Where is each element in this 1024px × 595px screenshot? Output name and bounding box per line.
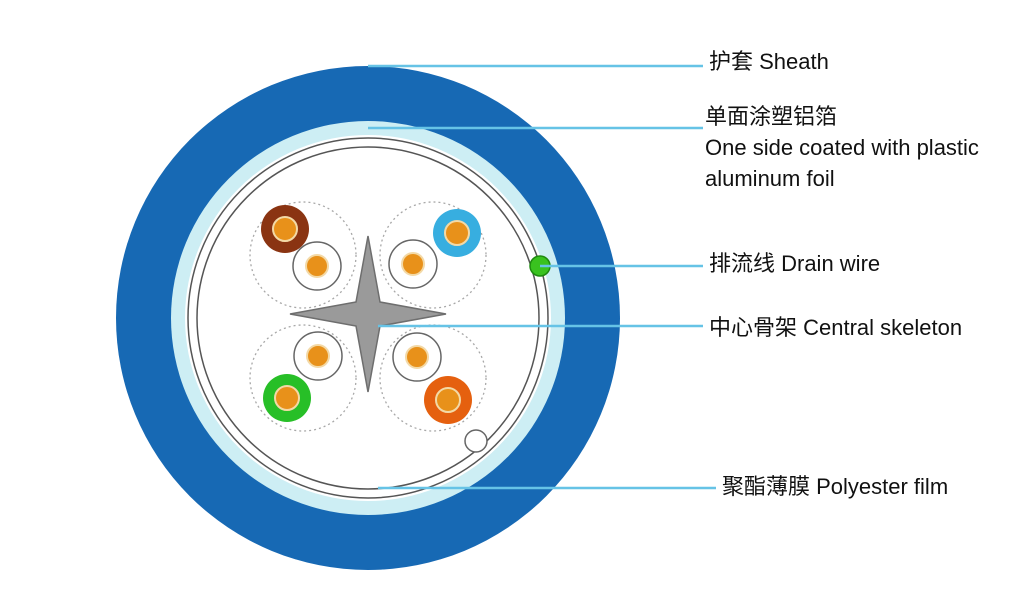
label-skeleton-text: 中心骨架 Central skeleton [709,315,963,340]
label-polyester-film: 聚酯薄膜 Polyester film [722,471,948,502]
pair-group-bottom-left [249,324,357,432]
foil-inner-line [187,137,549,499]
label-foil-en-1: One side coated with plastic [705,135,979,160]
label-sheath-text: 护套 Sheath [709,49,829,74]
polyester-film-line [196,146,540,490]
label-drain-wire: 排流线 Drain wire [709,248,880,279]
label-foil-zh: 单面涂塑铝箔 [705,104,838,129]
label-central-skeleton: 中心骨架 Central skeleton [709,312,962,343]
label-aluminum-foil: 单面涂塑铝箔 One side coated with plastic alum… [705,101,979,194]
filler-element [464,429,488,453]
label-sheath: 护套 Sheath [709,46,829,77]
label-polyester-text: 聚酯薄膜 Polyester film [722,474,949,499]
label-drain-wire-text: 排流线 Drain wire [709,251,881,276]
label-foil-en-2: aluminum foil [705,166,835,191]
pair-group-bottom-right [379,324,487,432]
pair-group-top-right [379,201,487,309]
pair-group-top-left [249,201,357,309]
central-skeleton [289,235,447,393]
